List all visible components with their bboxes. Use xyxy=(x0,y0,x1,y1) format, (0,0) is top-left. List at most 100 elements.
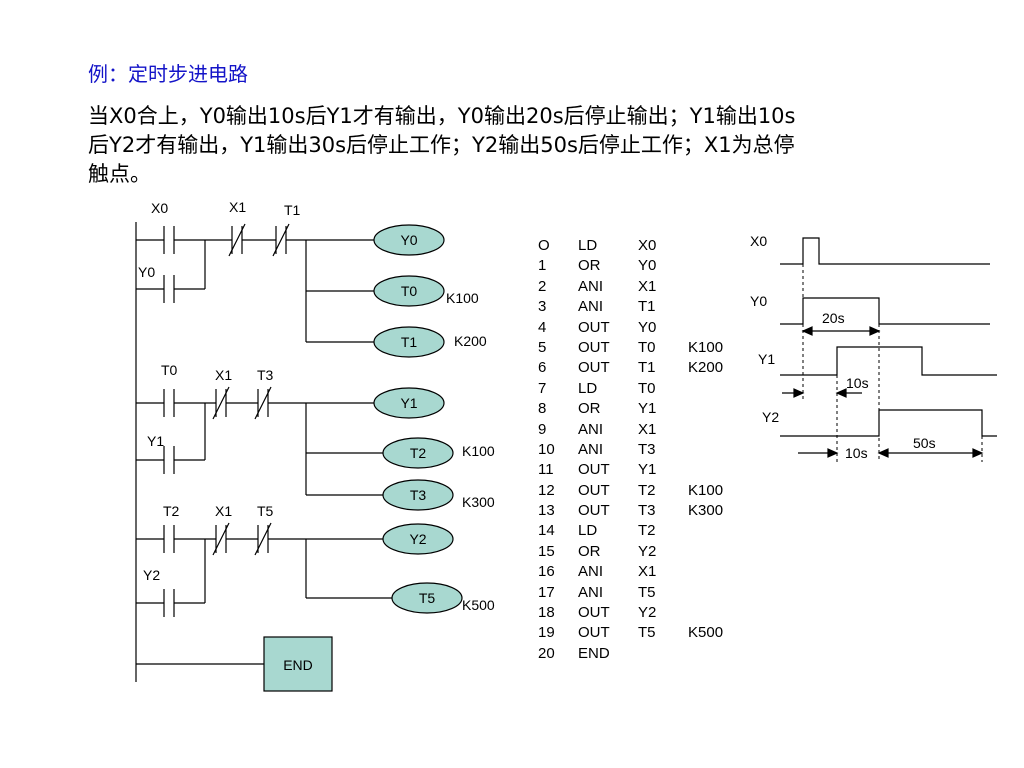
timing-signal-label: X0 xyxy=(750,233,767,249)
contact-label: X0 xyxy=(151,200,168,216)
coil-label: Y0 xyxy=(400,232,417,248)
instruction-step: 3 xyxy=(538,298,547,316)
timing-diagram: X0 Y0 Y1 Y2 xyxy=(750,233,997,462)
timing-signal-label: Y2 xyxy=(762,409,779,425)
slide-title: 例：定时步进电路 xyxy=(88,62,248,86)
instruction-device: Y0 xyxy=(638,257,657,275)
instruction-opcode: LD xyxy=(578,522,598,540)
instruction-step: 1 xyxy=(538,257,547,275)
instruction-step: 4 xyxy=(538,318,547,336)
y1-waveform xyxy=(780,346,997,376)
interval-label: 20s xyxy=(822,310,845,326)
instruction-step: 5 xyxy=(538,338,547,356)
instruction-opcode: OR xyxy=(578,257,601,275)
instruction-opcode: OR xyxy=(578,542,601,560)
instruction-opcode: ANI xyxy=(578,277,604,295)
timer-preset: K300 xyxy=(462,494,495,510)
instruction-step: O xyxy=(538,237,550,254)
instruction-opcode: OR xyxy=(578,400,601,418)
instruction-step: 14 xyxy=(538,522,555,540)
timer-preset: K100 xyxy=(446,290,479,306)
x0-waveform xyxy=(780,237,990,265)
coil-label: T1 xyxy=(401,334,418,350)
description-line-1: 当X0合上，Y0输出10s后Y1才有输出，Y0输出20s后停止输出；Y1输出10… xyxy=(88,104,796,128)
instruction-opcode: ANI xyxy=(578,298,604,316)
instruction-opcode: OUT xyxy=(578,604,610,622)
instruction-constant: K100 xyxy=(688,338,724,356)
instruction-opcode: ANI xyxy=(578,420,604,438)
description-line-2: 后Y2才有输出，Y1输出30s后停止工作；Y2输出50s后停止工作；X1为总停 xyxy=(88,133,795,157)
instruction-device: Y2 xyxy=(638,542,657,560)
contact-label: T5 xyxy=(257,503,274,519)
instruction-step: 6 xyxy=(538,359,547,377)
instruction-device: Y1 xyxy=(638,400,657,418)
instruction-step: 7 xyxy=(538,379,547,397)
coil-y1 xyxy=(373,387,445,419)
instruction-device: T1 xyxy=(638,359,656,377)
coil-y0 xyxy=(373,224,445,256)
instruction-opcode: OUT xyxy=(578,359,610,377)
instruction-device: X0 xyxy=(638,237,657,254)
coil-t3 xyxy=(382,479,454,511)
instruction-opcode: END xyxy=(578,644,610,662)
instruction-step: 2 xyxy=(538,277,547,295)
instruction-opcode: OUT xyxy=(578,502,610,520)
instruction-device: Y1 xyxy=(638,461,657,479)
instruction-opcode: OUT xyxy=(578,624,610,642)
instruction-step: 18 xyxy=(538,604,555,622)
instruction-step: 20 xyxy=(538,644,555,662)
coil-t5 xyxy=(391,582,463,614)
coil-y2 xyxy=(382,523,454,555)
interval-label: 10s xyxy=(845,445,868,461)
coil-label: Y1 xyxy=(400,395,417,411)
timer-preset: K200 xyxy=(454,333,487,349)
contact-label: T1 xyxy=(284,202,301,218)
instruction-device: T2 xyxy=(638,481,656,499)
end-instruction-box xyxy=(263,636,333,692)
instruction-opcode: OUT xyxy=(578,338,610,356)
instruction-step: 16 xyxy=(538,563,555,581)
instruction-opcode: ANI xyxy=(578,583,604,601)
instruction-constant: K100 xyxy=(688,481,724,499)
interval-label: 10s xyxy=(846,375,869,391)
coil-t2 xyxy=(382,437,454,469)
instruction-constant: K500 xyxy=(688,624,724,642)
interval-label-bg xyxy=(818,309,858,327)
contact-label: T3 xyxy=(257,367,274,383)
description-line-3: 触点。 xyxy=(88,162,151,186)
contact-label: X1 xyxy=(215,367,232,383)
contact-label: X1 xyxy=(229,199,246,215)
coil-label: T3 xyxy=(410,487,427,503)
contact-label: X1 xyxy=(215,503,232,519)
instruction-device: Y2 xyxy=(638,604,657,622)
instruction-device: T3 xyxy=(638,502,656,520)
instruction-device: T5 xyxy=(638,624,656,642)
coil-t1 xyxy=(373,326,445,358)
instruction-opcode: ANI xyxy=(578,440,604,458)
coil-label: T5 xyxy=(419,590,436,606)
contact-label: T2 xyxy=(163,503,180,519)
end-label: END xyxy=(283,657,313,673)
problem-description: 当X0合上，Y0输出10s后Y1才有输出，Y0输出20s后停止输出；Y1输出10… xyxy=(88,102,948,189)
instruction-step: 11 xyxy=(538,461,554,479)
instruction-constant: K200 xyxy=(688,359,724,377)
instruction-opcode: LD xyxy=(578,379,598,397)
instruction-step: 17 xyxy=(538,583,555,601)
y0-waveform xyxy=(780,297,990,325)
instruction-opcode: OUT xyxy=(578,318,610,336)
instruction-step: 12 xyxy=(538,481,555,499)
contact-label: Y1 xyxy=(147,433,164,449)
instruction-device: X1 xyxy=(638,563,657,581)
instruction-constant: K300 xyxy=(688,502,724,520)
timer-preset: K500 xyxy=(462,597,495,613)
coil-label: Y2 xyxy=(409,531,426,547)
instruction-step: 10 xyxy=(538,440,555,458)
instruction-device: T0 xyxy=(638,379,656,397)
contact-label: T0 xyxy=(161,362,178,378)
timer-preset: K100 xyxy=(462,443,495,459)
instruction-device: T0 xyxy=(638,338,656,356)
coil-t0 xyxy=(373,275,445,307)
instruction-opcode: OUT xyxy=(578,461,610,479)
y2-waveform xyxy=(780,409,997,437)
